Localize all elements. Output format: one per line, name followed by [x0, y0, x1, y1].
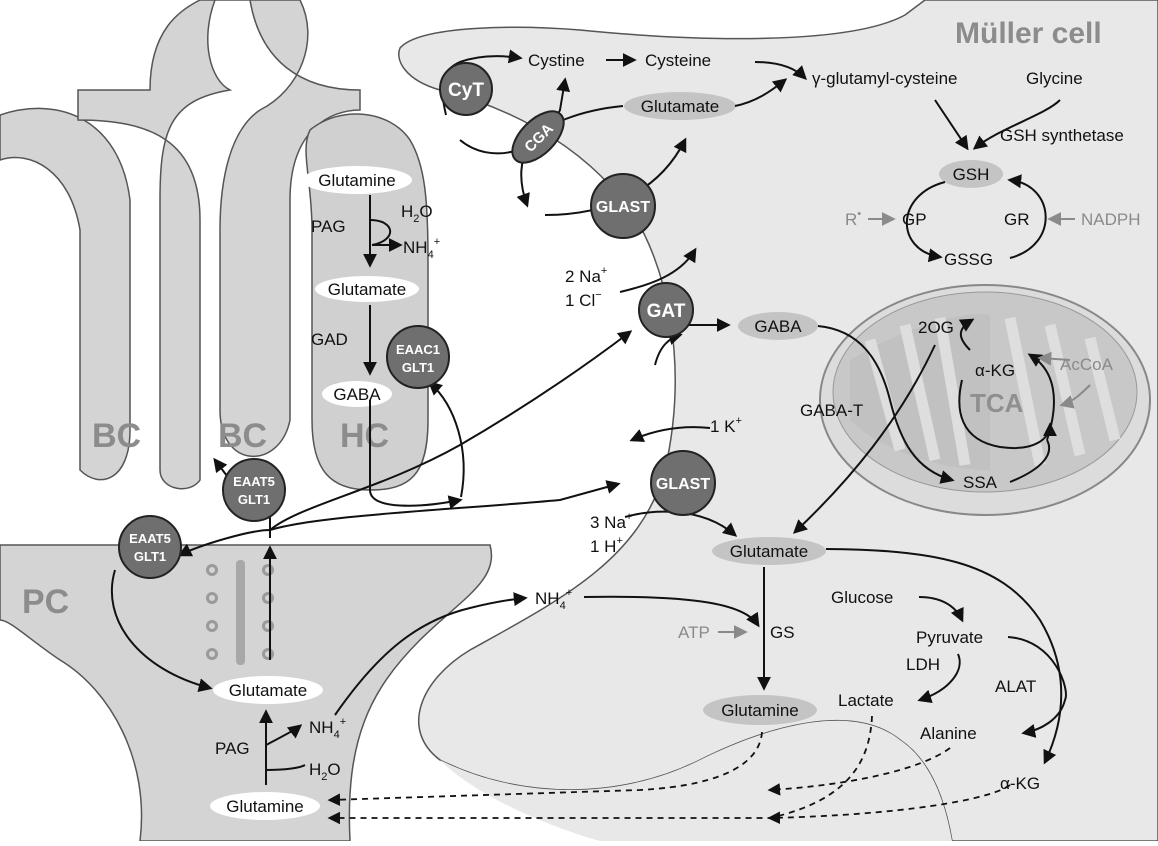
glutamate-muller-bg	[712, 537, 826, 565]
label-pyruvate: Pyruvate	[916, 628, 983, 647]
glutamate-hc-bg	[315, 276, 419, 302]
transporter-glast-mid: GLAST	[650, 450, 716, 516]
label-3na: 3 Na+	[590, 511, 632, 532]
label-glutamine-muller: Glutamine	[721, 701, 798, 720]
label-2og: 2OG	[918, 318, 954, 337]
gsh-bg	[939, 160, 1003, 188]
region-hc: HC	[340, 417, 389, 455]
label-accoa: AcCoA	[1060, 355, 1114, 374]
label-akg-bottom: α-KG	[1000, 774, 1040, 793]
svg-text:GAT: GAT	[647, 301, 686, 322]
label-nh4-muller: NH4+	[535, 587, 572, 612]
label-lactate: Lactate	[838, 691, 894, 710]
label-glutamine-hc: Glutamine	[318, 171, 395, 190]
label-gssg: GSSG	[944, 250, 993, 269]
label-gad: GAD	[311, 330, 348, 349]
label-r-radical: R•	[845, 208, 861, 229]
label-gr: GR	[1004, 210, 1030, 229]
label-cysteine: Cysteine	[645, 51, 711, 70]
transporter-glast-top: GLAST	[590, 173, 656, 239]
label-pag-pc: PAG	[215, 739, 250, 758]
label-1h: 1 H+	[590, 535, 623, 556]
svg-text:GLAST: GLAST	[596, 199, 650, 216]
transporter-eaac1: EAAC1 GLT1	[386, 325, 450, 389]
svg-text:GLT1: GLT1	[238, 492, 270, 507]
glutamate-top-bg	[624, 92, 736, 120]
region-bc-1: BC	[92, 417, 141, 455]
label-gaba-muller: GABA	[754, 317, 802, 336]
label-glucose: Glucose	[831, 588, 893, 607]
label-gaba-t: GABA-T	[800, 401, 863, 420]
label-gsh-synthetase: GSH synthetase	[1000, 126, 1124, 145]
label-alat: ALAT	[995, 677, 1036, 696]
glutamine-muller-bg	[703, 695, 817, 725]
label-nh4-pc: NH4+	[309, 716, 346, 741]
label-h2o-hc: H2O	[401, 202, 433, 225]
label-alanine: Alanine	[920, 724, 977, 743]
transporter-eaat5-bc: EAAT5 GLT1	[222, 458, 286, 522]
svg-text:EAAT5: EAAT5	[233, 474, 275, 489]
label-gamma-glutamyl-cysteine: γ-glutamyl-cysteine	[812, 69, 958, 88]
transporter-eaat5-pc: EAAT5 GLT1	[118, 515, 182, 579]
label-pag-hc: PAG	[311, 217, 346, 236]
synaptic-vesicles	[206, 564, 274, 660]
label-glutamine-pc: Glutamine	[226, 797, 303, 816]
label-gs: GS	[770, 623, 795, 642]
region-pc: PC	[22, 583, 69, 621]
bipolar-cell-left	[0, 107, 131, 481]
region-muller-cell: Müller cell	[955, 17, 1102, 50]
label-glycine: Glycine	[1026, 69, 1083, 88]
transporter-cga: CGA	[511, 110, 565, 164]
label-gsh: GSH	[953, 165, 990, 184]
transporter-gat: GAT	[638, 282, 694, 338]
label-ssa: SSA	[963, 473, 998, 492]
tca-label: TCA	[970, 388, 1024, 418]
transporter-cyt: CyT	[439, 62, 493, 116]
glutamine-hc-bg	[302, 166, 412, 194]
svg-text:GLT1: GLT1	[402, 360, 434, 375]
label-glutamate-top: Glutamate	[641, 97, 719, 116]
gaba-muller-bg	[738, 312, 818, 340]
label-cystine: Cystine	[528, 51, 585, 70]
muller-process-bottom	[440, 720, 952, 841]
region-bc-2: BC	[218, 417, 267, 455]
label-gaba-hc: GABA	[333, 385, 381, 404]
label-glutamate-muller: Glutamate	[730, 542, 808, 561]
bipolar-cell-right	[77, 0, 361, 490]
label-1cl: 1 Cl−	[565, 289, 602, 310]
label-ldh: LDH	[906, 655, 940, 674]
svg-text:GLAST: GLAST	[656, 476, 710, 493]
synaptic-ribbon	[236, 560, 245, 665]
label-1k: 1 K+	[710, 415, 742, 436]
label-2na: 2 Na+	[565, 265, 607, 286]
svg-text:EAAC1: EAAC1	[396, 342, 440, 357]
svg-text:GLT1: GLT1	[134, 549, 166, 564]
label-glutamate-pc: Glutamate	[229, 681, 307, 700]
mitochondrion	[819, 284, 1151, 516]
label-nadph: NADPH	[1081, 210, 1141, 229]
label-nh4-hc: NH4+	[403, 236, 440, 261]
label-akg-tca: α-KG	[975, 361, 1015, 380]
glutamate-pc-bg	[213, 676, 323, 704]
label-gp: GP	[902, 210, 927, 229]
svg-text:EAAT5: EAAT5	[129, 531, 171, 546]
label-h2o-pc: H2O	[309, 760, 341, 783]
glutamine-pc-bg	[210, 792, 320, 820]
svg-text:CyT: CyT	[448, 80, 484, 101]
gaba-hc-bg	[322, 381, 392, 407]
label-atp: ATP	[678, 623, 710, 642]
label-glutamate-hc: Glutamate	[328, 280, 406, 299]
